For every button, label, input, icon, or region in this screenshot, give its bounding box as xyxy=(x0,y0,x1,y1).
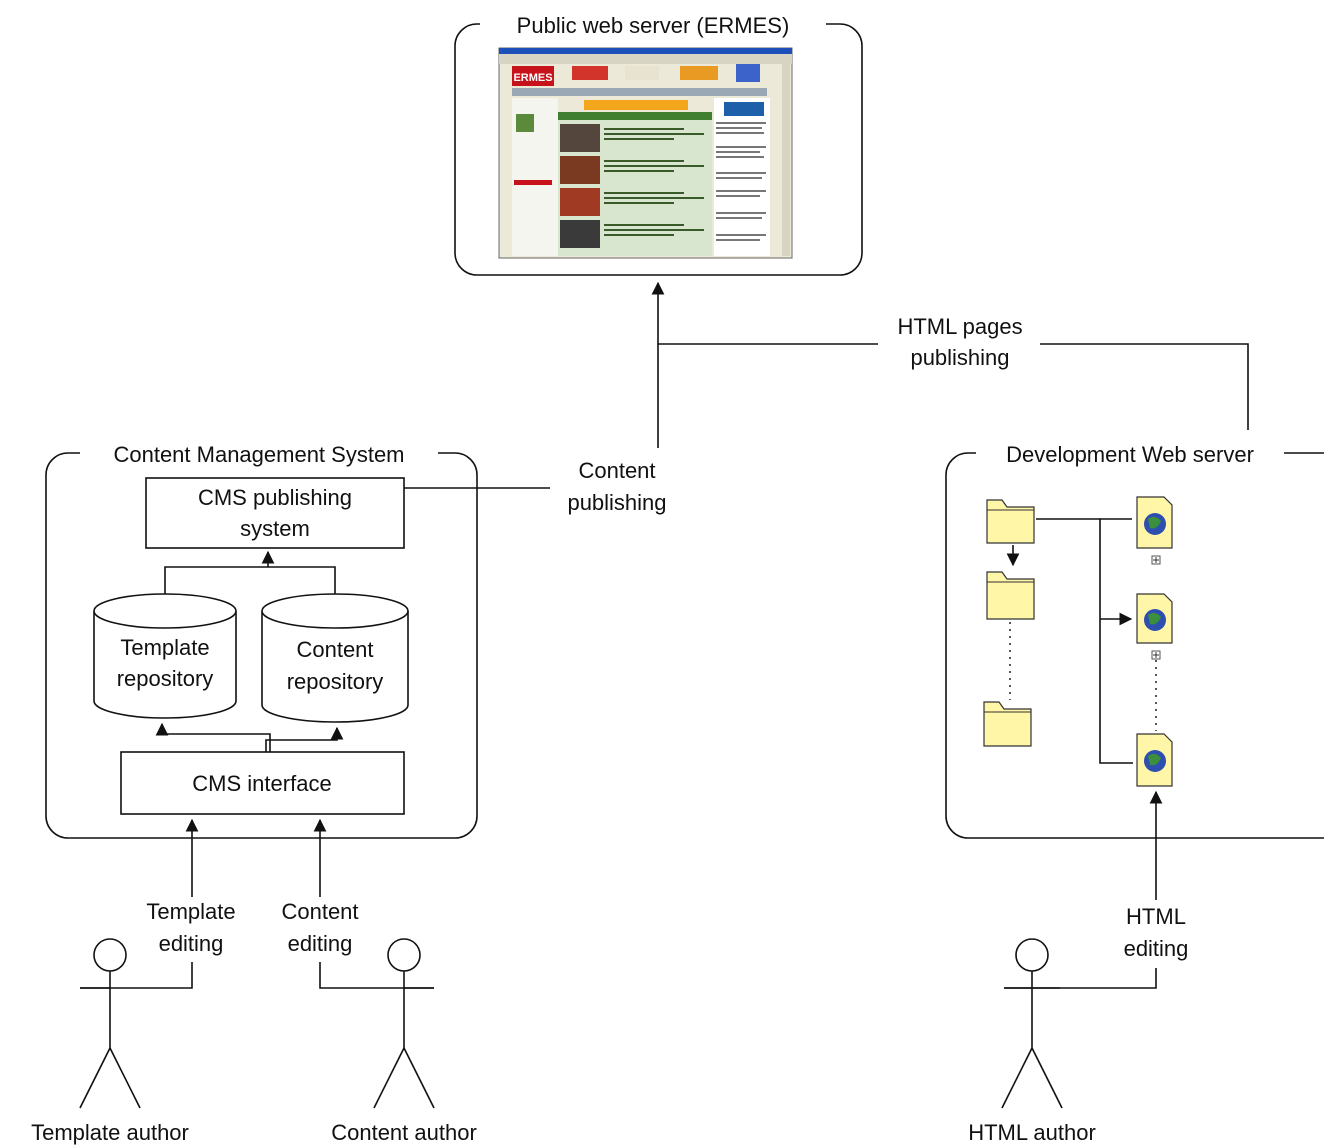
content-editing-label-1: Content xyxy=(281,899,358,924)
folder-icon xyxy=(986,571,1035,620)
html-page-icon xyxy=(1136,733,1173,787)
cms-publishing-label-1: CMS publishing xyxy=(198,485,352,510)
content-publishing-label-1: Content xyxy=(578,458,655,483)
html-publishing-label-2: publishing xyxy=(910,345,1009,370)
folder-icon xyxy=(983,701,1032,747)
publishing-connectors xyxy=(404,281,1249,489)
content-publishing-label-2: publishing xyxy=(567,490,666,515)
content-author-label: Content author xyxy=(331,1120,477,1145)
screenshot-logo: ERMES xyxy=(513,72,552,84)
template-editing-label-2: editing xyxy=(159,931,224,956)
dev-server-box: Development Web server xyxy=(945,440,1324,839)
dev-server-title: Development Web server xyxy=(1006,442,1254,467)
html-editing-label-1: HTML xyxy=(1126,904,1186,929)
content-repository-label-1: Content xyxy=(296,637,373,662)
ermes-website-screenshot: ERMES xyxy=(498,47,793,259)
cms-publishing-system: CMS publishing system xyxy=(145,477,405,549)
html-publishing-label-1: HTML pages xyxy=(897,314,1022,339)
html-author-actor-icon xyxy=(1001,938,1063,1109)
template-editing-connector xyxy=(80,818,199,989)
template-repository-label-1: Template xyxy=(120,635,209,660)
template-author-actor-icon xyxy=(79,938,141,1109)
cms-box: Content Management System xyxy=(45,440,478,839)
template-repository-label-2: repository xyxy=(117,666,214,691)
cms-publishing-label-2: system xyxy=(240,516,310,541)
template-repository: Template repository xyxy=(93,593,237,719)
html-page-icon xyxy=(1136,496,1173,565)
html-author-label: HTML author xyxy=(968,1120,1096,1145)
cms-title: Content Management System xyxy=(113,442,404,467)
public-web-server-title: Public web server (ERMES) xyxy=(517,13,790,38)
html-editing-label-2: editing xyxy=(1124,936,1189,961)
folder-tree-connectors xyxy=(1006,518,1157,764)
html-page-icon xyxy=(1136,593,1173,660)
repositories-to-publishing-connector xyxy=(164,550,336,598)
template-author-label: Template author xyxy=(31,1120,189,1145)
content-editing-label-2: editing xyxy=(288,931,353,956)
content-editing-connector xyxy=(313,818,434,989)
template-editing-label-1: Template xyxy=(146,899,235,924)
cms-interface: CMS interface xyxy=(120,751,405,815)
public-web-server-box: Public web server (ERMES) xyxy=(454,12,863,276)
content-repository: Content repository xyxy=(261,593,409,723)
folder-icon xyxy=(986,499,1035,544)
content-author-actor-icon xyxy=(373,938,435,1109)
interface-to-repositories-connector xyxy=(155,722,344,752)
content-repository-label-2: repository xyxy=(287,669,384,694)
cms-interface-label: CMS interface xyxy=(192,771,331,796)
